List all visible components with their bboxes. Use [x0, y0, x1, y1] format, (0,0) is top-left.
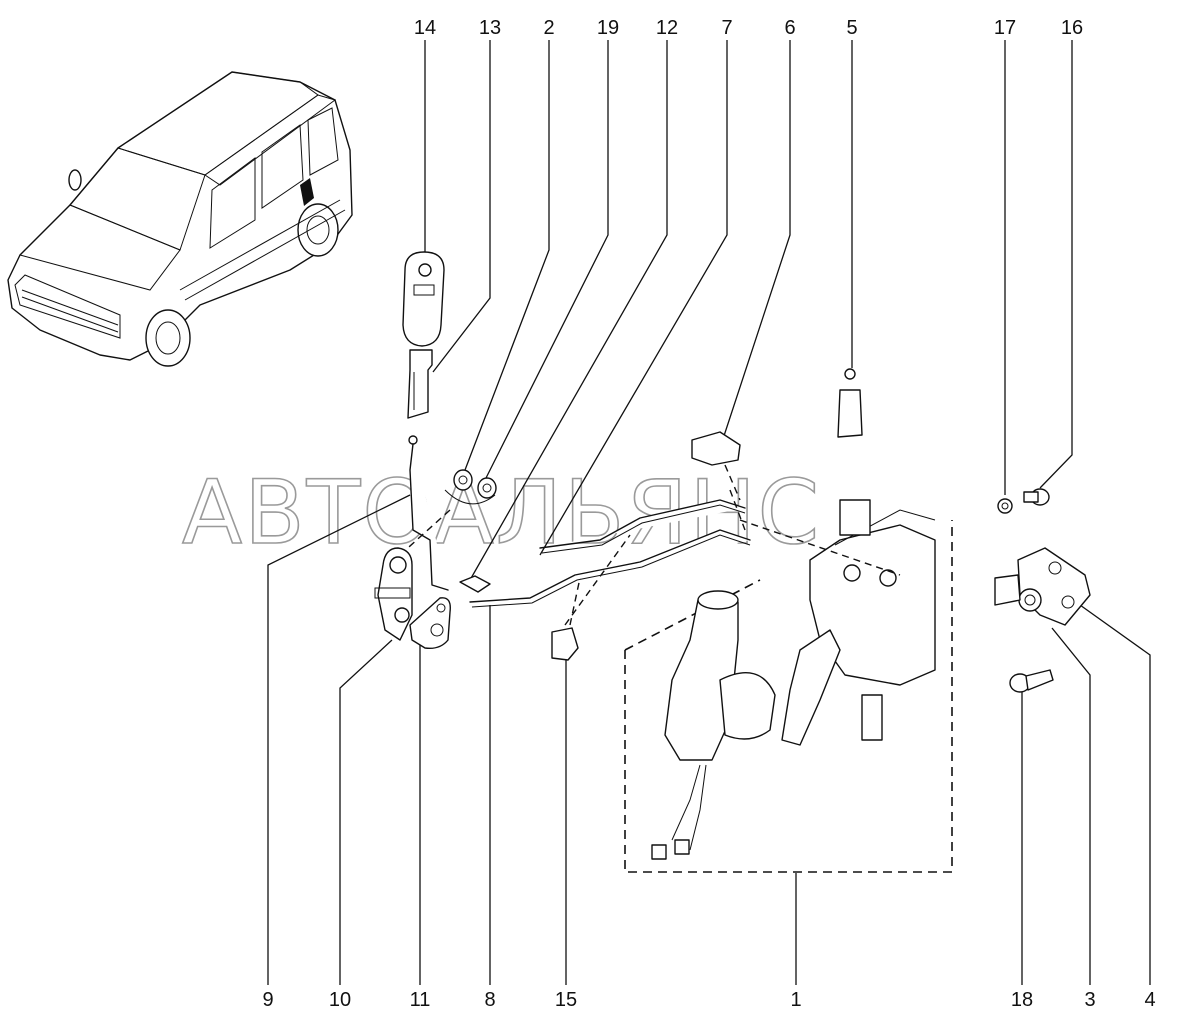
- rod-guide-clip: [551, 627, 579, 661]
- watermark: АВТОАЛЬЯНС: [182, 461, 821, 564]
- callout-16: 16: [1061, 17, 1083, 39]
- fastener-nut: [997, 498, 1013, 514]
- actuator-rods: [469, 499, 751, 608]
- door-striker: [994, 547, 1091, 626]
- callout-labels: 14 13 2 19 12 7 6 5 17 16 9 10 11 8 15 1…: [262, 17, 1155, 1011]
- rod-clip: [459, 575, 491, 593]
- fastener-screw: [1023, 488, 1050, 506]
- callout-4: 4: [1144, 989, 1155, 1011]
- callout-9: 9: [262, 989, 273, 1011]
- callout-17: 17: [994, 17, 1016, 39]
- lock-pin: [837, 368, 863, 438]
- callout-3: 3: [1084, 989, 1095, 1011]
- bushing-clip: [444, 469, 497, 505]
- key-blade: [407, 349, 433, 419]
- vehicle-illustration: [7, 71, 353, 367]
- lock-actuator: [651, 590, 776, 860]
- callout-14: 14: [414, 17, 436, 39]
- lock-lever-arm: [409, 597, 451, 650]
- callout-18: 18: [1011, 989, 1033, 1011]
- callout-12: 12: [656, 17, 678, 39]
- callout-13: 13: [479, 17, 501, 39]
- callout-19: 19: [597, 17, 619, 39]
- callout-11: 11: [410, 989, 431, 1011]
- lock-lever-housing: [374, 547, 413, 641]
- callout-7: 7: [721, 17, 732, 39]
- rod-bracket: [691, 431, 741, 466]
- callout-5: 5: [846, 17, 857, 39]
- callout-10: 10: [329, 989, 351, 1011]
- callout-1: 1: [790, 989, 801, 1011]
- key-fob: [402, 251, 445, 347]
- door-lock-mechanism: [739, 499, 936, 746]
- callout-2: 2: [543, 17, 554, 39]
- striker-bolt: [1009, 669, 1054, 693]
- leader-lines: [267, 40, 1151, 985]
- callout-15: 15: [555, 989, 577, 1011]
- callout-6: 6: [784, 17, 795, 39]
- callout-8: 8: [484, 989, 495, 1011]
- assembly-1-bracket: [624, 520, 953, 873]
